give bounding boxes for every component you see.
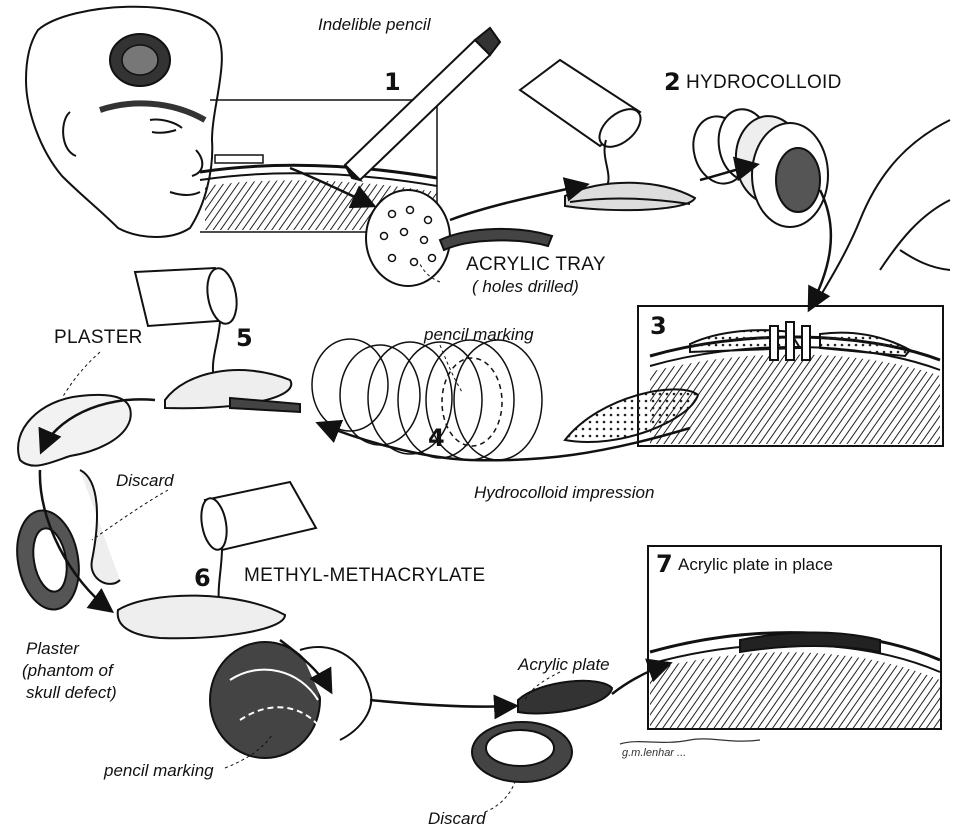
label-plaster-phantom-1: Plaster xyxy=(26,640,79,657)
step-number-7: 7 xyxy=(656,552,673,576)
label-hydrocolloid: HYDROCOLLOID xyxy=(686,73,842,92)
pencil-drawing xyxy=(345,28,500,180)
plaster-phantom-blob xyxy=(18,395,131,466)
label-hydrocolloid-impression: Hydrocolloid impression xyxy=(474,484,654,501)
label-pencil-marking-top: pencil marking xyxy=(424,326,534,343)
label-indelible-pencil: Indelible pencil xyxy=(318,16,430,33)
signature: g.m.lenhar ... xyxy=(622,748,686,759)
hydrocolloid-impressions-top xyxy=(686,105,828,227)
acrylic-plate-drawing xyxy=(518,681,612,714)
step2-cup xyxy=(520,60,647,190)
step6-cup xyxy=(198,482,316,608)
step-number-4: 4 xyxy=(428,426,445,450)
step-number-1: 1 xyxy=(384,70,401,94)
label-acrylic-plate: Acrylic plate xyxy=(518,656,610,673)
step2-mold xyxy=(565,183,695,210)
label-discard-upper: Discard xyxy=(116,472,174,489)
discard-ring-upper xyxy=(10,470,120,614)
label-plaster: PLASTER xyxy=(54,328,143,347)
step-number-5: 5 xyxy=(236,326,253,350)
step-number-3: 3 xyxy=(650,314,667,338)
step-number-6: 6 xyxy=(194,566,211,590)
step5-cup xyxy=(135,266,241,380)
signature-scribble xyxy=(620,739,760,744)
step-number-2: 2 xyxy=(664,70,681,94)
label-acrylic-tray: ACRYLIC TRAY xyxy=(466,255,606,274)
step3-box xyxy=(638,306,943,446)
label-pencil-marking-bottom: pencil marking xyxy=(104,762,214,779)
label-holes-drilled: ( holes drilled) xyxy=(472,278,579,295)
step5-pour xyxy=(165,370,300,412)
head-with-marking xyxy=(210,642,371,758)
label-methyl-methacrylate: METHYL-METHACRYLATE xyxy=(244,566,485,585)
hand-drawing xyxy=(815,120,950,305)
label-acrylic-plate-in-place: Acrylic plate in place xyxy=(678,556,833,573)
step6-mold xyxy=(118,596,285,639)
label-plaster-phantom-2: (phantom of xyxy=(22,662,113,679)
label-discard-lower: Discard xyxy=(428,810,486,827)
discard-ring-lower xyxy=(472,722,572,782)
step4-impressions xyxy=(312,339,542,460)
label-plaster-phantom-3: skull defect) xyxy=(26,684,117,701)
